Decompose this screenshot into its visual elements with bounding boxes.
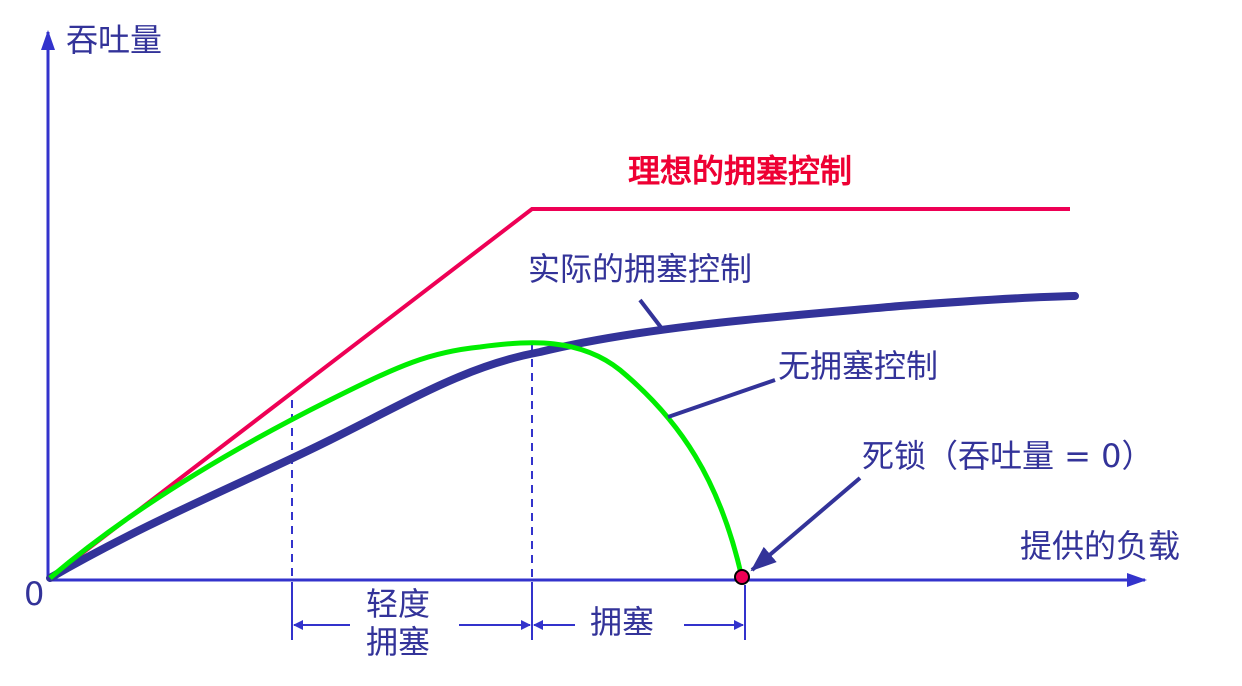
origin-label: 0: [24, 575, 45, 613]
actual-leader: [638, 298, 665, 332]
light-congestion-line1: 轻度: [366, 585, 431, 623]
actual-curve: [46, 292, 1079, 582]
none-leader: [667, 378, 776, 419]
x-axis-label: 提供的负载: [1020, 527, 1181, 565]
ideal-curve: [48, 207, 1070, 580]
no-control-label: 无拥塞控制: [778, 347, 939, 385]
ideal-label: 理想的拥塞控制: [628, 152, 853, 190]
actual-label: 实际的拥塞控制: [528, 250, 753, 288]
deadlock-label: 死锁（吞吐量 = 0）: [862, 437, 1154, 475]
y-axis-label: 吞吐量: [66, 21, 163, 59]
deadlock-arrow: [750, 476, 862, 572]
no-control-curve: [48, 340, 745, 580]
deadlock-point: [734, 569, 750, 585]
congestion-label: 拥塞: [590, 603, 655, 641]
light-congestion-line2: 拥塞: [366, 623, 431, 661]
